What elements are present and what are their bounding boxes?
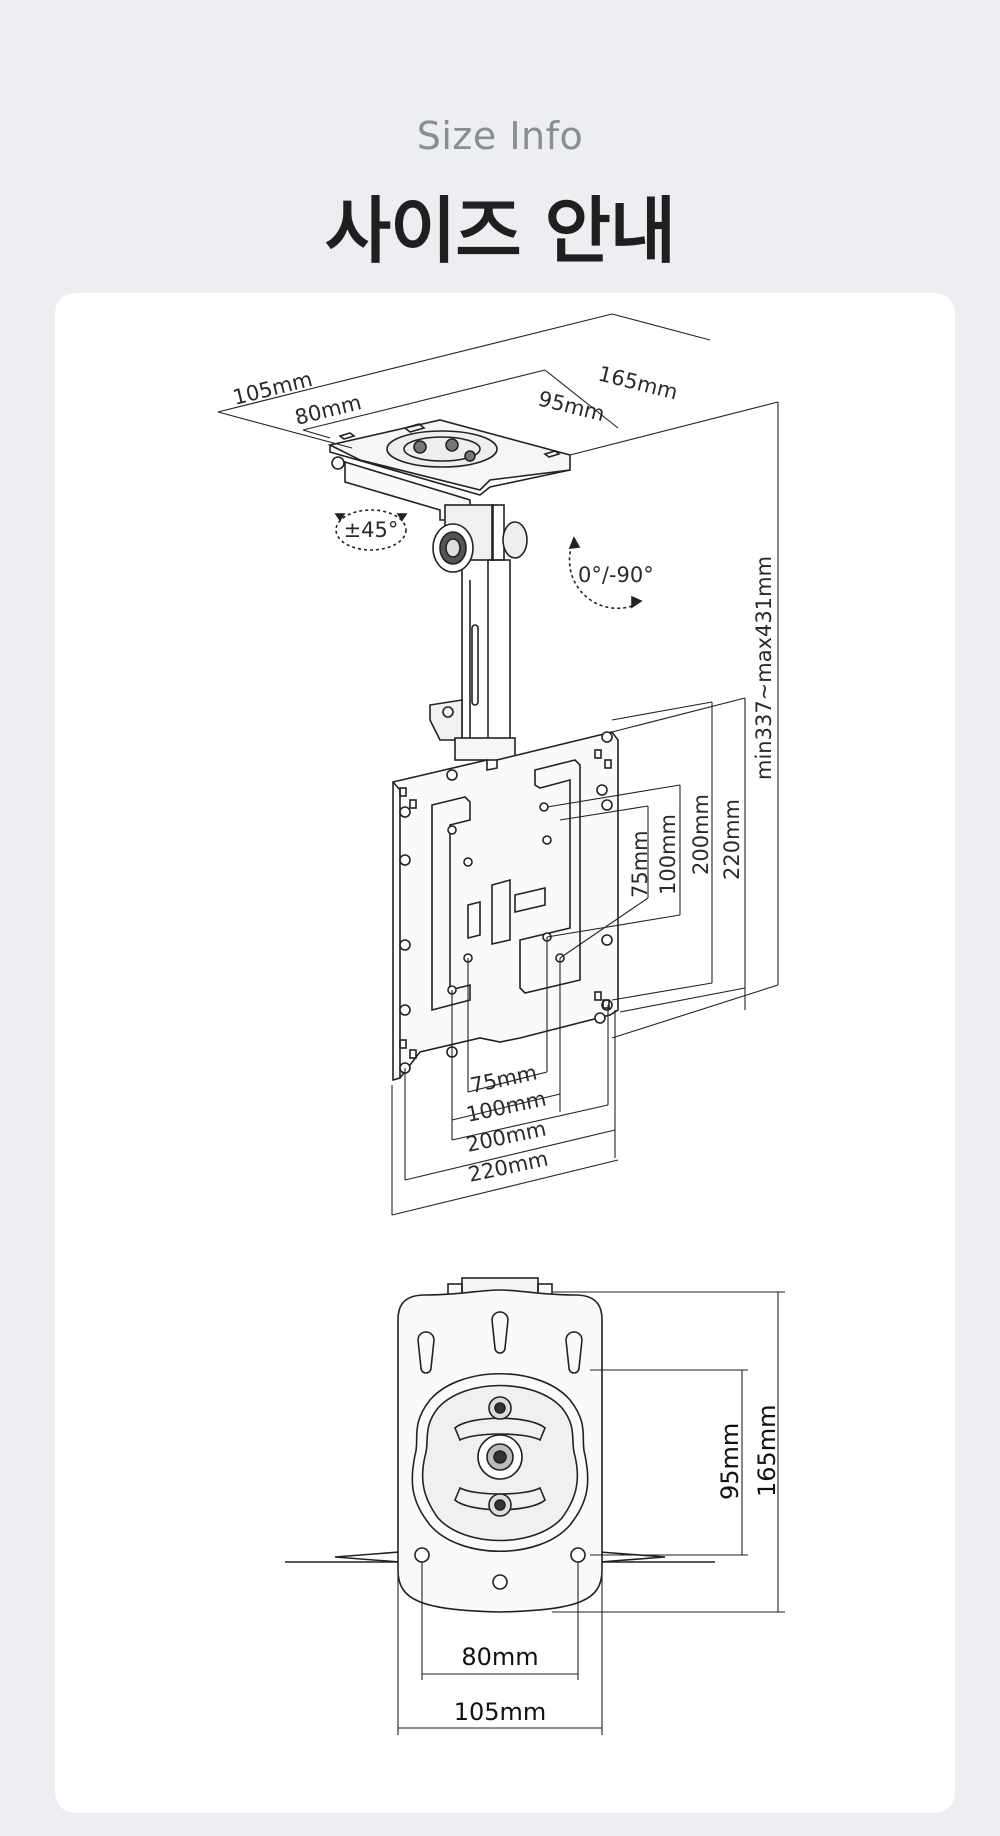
label-hole-spacing-v: 95mm [716,1423,744,1500]
base-plate-top-view [285,1277,715,1613]
label-vesa-v-100: 100mm [656,814,680,895]
label-hole-spacing-h: 80mm [461,1643,538,1671]
bottom-dimension-lines [397,1291,785,1735]
section-title: 사이즈 안내 [324,189,676,273]
swivel-indicator [334,509,408,551]
label-tilt: 0°/-90° [578,563,654,587]
tilt-indicator [568,536,643,610]
vesa-plate [392,731,619,1082]
label-base-inner-depth: 95mm [536,387,607,427]
top-dimension-lines [217,313,779,1216]
label-vesa-v-200: 200mm [689,794,713,875]
mount-arm [331,456,528,761]
label-plate-width: 105mm [454,1698,547,1726]
label-swivel: ±45° [344,518,399,542]
ceiling-plate [327,419,571,496]
label-base-depth: 165mm [596,362,680,405]
label-vesa-v-220: 220mm [720,799,744,880]
label-plate-length: 165mm [753,1404,781,1497]
label-vesa-v-75: 75mm [628,830,652,898]
section-subtitle: Size Info [416,114,584,158]
label-height-range: min337~max431mm [752,556,776,780]
